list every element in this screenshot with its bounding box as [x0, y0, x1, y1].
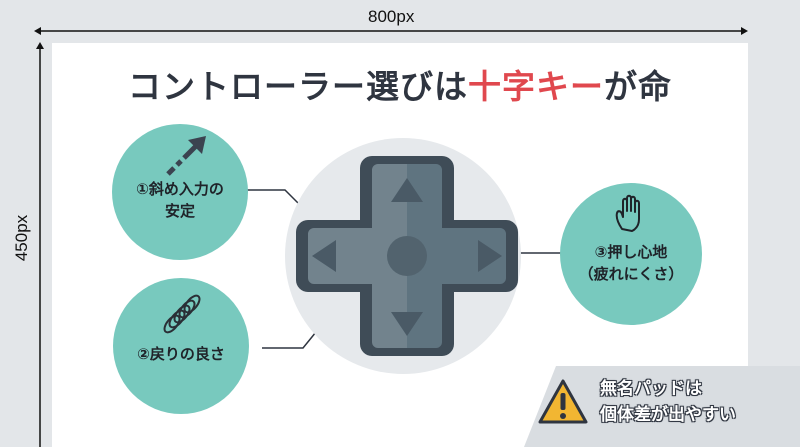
point-label-2: ②戻りの良さ [137, 345, 225, 363]
width-label: 800px [368, 7, 415, 26]
spring-icon [163, 294, 201, 334]
point-3-line2: （疲れにくさ） [578, 265, 684, 283]
point-bubble-hand: ③押し心地 （疲れにくさ） [560, 183, 702, 325]
point-1-line2: 安定 [164, 202, 195, 220]
point-1-line1: ①斜め入力の [136, 180, 224, 198]
warning-banner [524, 366, 800, 447]
dpad-down-arrow [391, 312, 423, 336]
title-suffix: が命 [604, 67, 672, 106]
dpad-right-arrow [478, 240, 502, 272]
point-bubble-spring: ②戻りの良さ [113, 278, 249, 414]
height-arrow-icon [36, 42, 44, 447]
point-3-line1: ③押し心地 [594, 243, 668, 261]
width-arrow-icon [34, 27, 748, 35]
title-prefix: コントローラー選びは [128, 67, 468, 106]
title-accent: 十字キー [468, 67, 604, 106]
warning-icon [538, 379, 588, 424]
warning-text: 無名パッドは 個体差が出やすい [600, 376, 736, 428]
warning-line2: 個体差が出やすい [600, 405, 736, 425]
point-label-3: ③押し心地 （疲れにくさ） [560, 241, 702, 285]
point-label-1: ①斜め入力の 安定 [112, 178, 248, 222]
dpad-up-arrow [391, 178, 423, 202]
warning-line1: 無名パッドは [600, 379, 702, 399]
dpad-icon [296, 156, 518, 356]
dpad-left-arrow [312, 240, 336, 272]
hand-icon [615, 194, 640, 232]
point-bubble-diagonal: ①斜め入力の 安定 [112, 124, 248, 260]
diagonal-arrow-icon [166, 136, 206, 176]
page-title: コントローラー選びは十字キーが命 [0, 60, 800, 108]
